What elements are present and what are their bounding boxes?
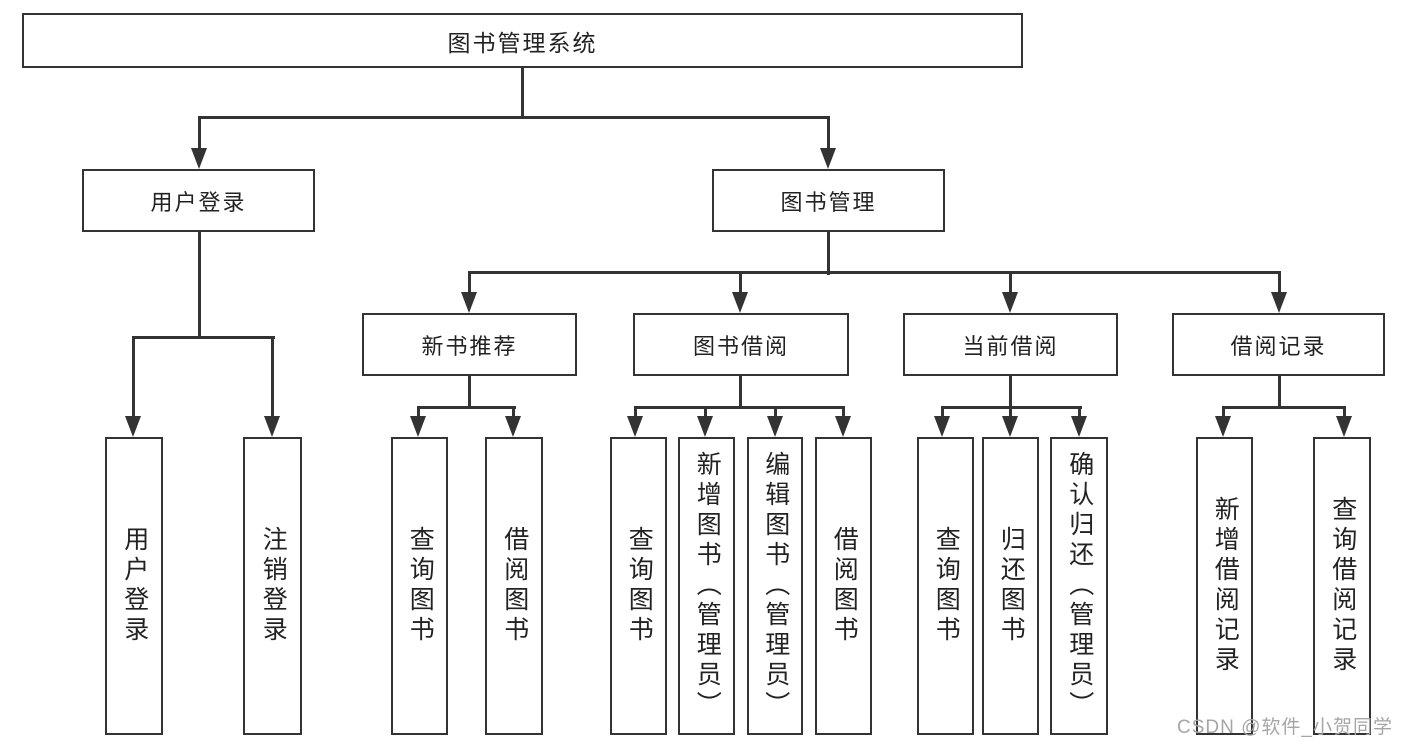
- node-label: 查询借阅记录: [1328, 496, 1357, 676]
- connector-line: [739, 271, 742, 293]
- arrowhead-down-icon: [461, 292, 477, 313]
- leaf-borrow-add-books-admin: 新增图书（管理员）: [678, 437, 735, 735]
- arrowhead-down-icon: [934, 416, 950, 437]
- connector-line: [1009, 406, 1012, 418]
- arrowhead-down-icon: [820, 148, 836, 169]
- arrowhead-down-icon: [1002, 416, 1018, 437]
- arrowhead-down-icon: [191, 148, 207, 169]
- leaf-logout: 注销登录: [243, 437, 302, 735]
- connector-line: [468, 376, 471, 409]
- arrowhead-down-icon: [264, 416, 280, 437]
- node-library-management-system: 图书管理系统: [22, 13, 1023, 68]
- connector-line: [739, 376, 742, 409]
- connector-line: [468, 271, 1281, 274]
- node-label: 查询图书: [625, 526, 654, 646]
- connector-line: [1078, 406, 1081, 418]
- leaf-newbook-borrow-books: 借阅图书: [485, 437, 543, 735]
- node-label: 用户登录: [150, 189, 247, 215]
- connector-line: [1009, 376, 1012, 409]
- arrowhead-down-icon: [732, 292, 748, 313]
- node-label: 图书管理系统: [447, 29, 598, 56]
- leaf-newbook-query-books: 查询图书: [391, 437, 448, 735]
- node-label: 编辑图书（管理员）: [761, 451, 790, 721]
- node-current-borrowing: 当前借阅: [903, 313, 1118, 376]
- csdn-watermark: CSDN @软件_小贺同学: [1177, 717, 1393, 738]
- connector-line: [1222, 406, 1225, 418]
- connector-line: [198, 116, 830, 119]
- node-label: 图书借阅: [692, 333, 789, 359]
- leaf-borrow-edit-books-admin: 编辑图书（管理员）: [747, 437, 803, 735]
- arrowhead-down-icon: [1271, 292, 1287, 313]
- node-book-management: 图书管理: [712, 169, 945, 232]
- connector-line: [704, 406, 707, 418]
- node-label: 新增借阅记录: [1211, 496, 1240, 676]
- connector-line: [132, 336, 135, 417]
- arrowhead-down-icon: [125, 416, 141, 437]
- node-label: 归还图书: [997, 526, 1026, 646]
- leaf-borrow-query-books: 查询图书: [610, 437, 667, 735]
- arrowhead-down-icon: [767, 416, 783, 437]
- connector-line: [417, 406, 420, 418]
- connector-line: [827, 116, 830, 149]
- arrowhead-down-icon: [627, 416, 643, 437]
- connector-line: [941, 406, 944, 418]
- node-label: 当前借阅: [962, 333, 1059, 359]
- node-borrow-records: 借阅记录: [1172, 313, 1385, 376]
- node-label: 图书管理: [780, 189, 877, 215]
- node-user-login: 用户登录: [82, 169, 315, 232]
- node-label: 确认归还（管理员）: [1065, 451, 1094, 721]
- arrowhead-down-icon: [1336, 416, 1352, 437]
- node-label: 用户登录: [120, 526, 149, 646]
- arrowhead-down-icon: [697, 416, 713, 437]
- arrowhead-down-icon: [1215, 416, 1231, 437]
- connector-line: [1009, 271, 1012, 293]
- node-book-borrowing: 图书借阅: [633, 313, 849, 376]
- connector-line: [1278, 271, 1281, 293]
- connector-line: [842, 406, 845, 418]
- node-label: 注销登录: [259, 526, 288, 646]
- connector-line: [132, 336, 275, 339]
- connector-line: [634, 406, 637, 418]
- arrowhead-down-icon: [410, 416, 426, 437]
- connector-line: [468, 271, 471, 293]
- node-label: 借阅图书: [830, 526, 859, 646]
- arrowhead-down-icon: [505, 416, 521, 437]
- node-label: 查询图书: [932, 526, 961, 646]
- arrowhead-down-icon: [1002, 292, 1018, 313]
- node-new-book-recommend: 新书推荐: [362, 313, 577, 376]
- leaf-current-return-books: 归还图书: [982, 437, 1039, 735]
- node-label: 新增图书（管理员）: [693, 451, 722, 721]
- connector-line: [512, 406, 515, 418]
- connector-line: [827, 232, 830, 275]
- connector-line: [271, 336, 274, 417]
- node-label: 借阅记录: [1230, 333, 1327, 359]
- connector-line: [1222, 406, 1346, 409]
- node-label: 借阅图书: [500, 526, 529, 646]
- connector-line: [198, 116, 201, 149]
- leaf-current-query-books: 查询图书: [917, 437, 974, 735]
- connector-line: [1343, 406, 1346, 418]
- leaf-records-add-record: 新增借阅记录: [1196, 437, 1253, 735]
- leaf-borrow-borrow-books: 借阅图书: [815, 437, 872, 735]
- connector-line: [521, 68, 524, 118]
- leaf-records-query-record: 查询借阅记录: [1313, 437, 1371, 735]
- connector-line: [198, 232, 201, 339]
- node-label: 查询图书: [406, 526, 435, 646]
- connector-line: [1278, 376, 1281, 409]
- leaf-current-confirm-return-admin: 确认归还（管理员）: [1050, 437, 1108, 735]
- node-label: 新书推荐: [421, 333, 518, 359]
- connector-line: [774, 406, 777, 418]
- connector-line: [634, 406, 845, 409]
- leaf-user-login: 用户登录: [105, 437, 163, 735]
- arrowhead-down-icon: [1071, 416, 1087, 437]
- arrowhead-down-icon: [835, 416, 851, 437]
- connector-line: [417, 406, 516, 409]
